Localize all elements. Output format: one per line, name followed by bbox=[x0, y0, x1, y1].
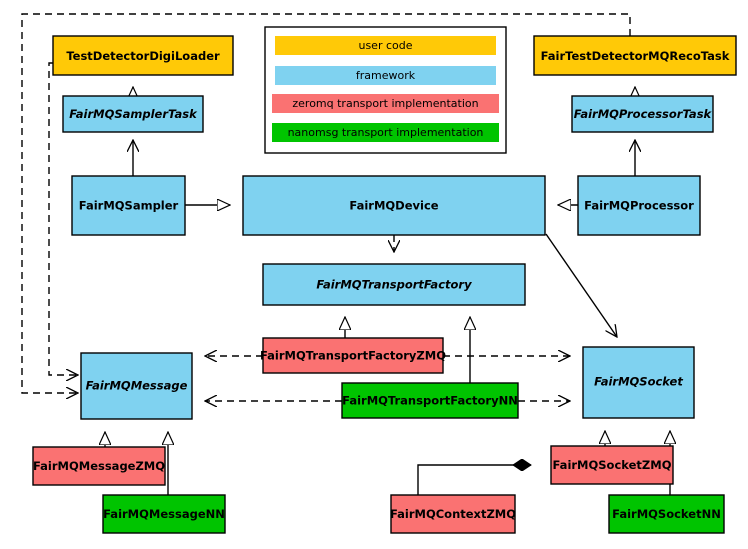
node-FairMQProcessorTask[interactable]: FairMQProcessorTask bbox=[571, 95, 714, 133]
node-FairMQTransportFactoryNN[interactable]: FairMQTransportFactoryNN bbox=[341, 382, 519, 419]
node-label: TestDetectorDigiLoader bbox=[66, 49, 220, 63]
node-FairMQSocketNN[interactable]: FairMQSocketNN bbox=[608, 494, 725, 534]
node-FairMQTransportFactory[interactable]: FairMQTransportFactory bbox=[262, 263, 526, 306]
edge-recotask-to-message bbox=[21, 13, 631, 393]
node-FairMQProcessor[interactable]: FairMQProcessor bbox=[577, 175, 701, 236]
node-label: FairMQSocketNN bbox=[612, 507, 721, 521]
legend-item-label: zeromq transport implementation bbox=[292, 97, 478, 110]
legend: user code framework zeromq transport imp… bbox=[264, 26, 507, 154]
edge-contextzmq-to-socketzmq bbox=[417, 465, 531, 495]
node-FairTestDetectorMQRecoTask[interactable]: FairTestDetectorMQRecoTask bbox=[533, 35, 737, 76]
node-FairMQMessage[interactable]: FairMQMessage bbox=[80, 352, 193, 420]
node-FairMQSocket[interactable]: FairMQSocket bbox=[582, 346, 695, 419]
node-label: FairMQMessage bbox=[86, 379, 188, 393]
node-label: FairMQProcessor bbox=[584, 199, 694, 213]
node-FairMQMessageZMQ[interactable]: FairMQMessageZMQ bbox=[32, 446, 166, 486]
node-label: FairMQDevice bbox=[349, 199, 438, 213]
node-label: FairMQSampler bbox=[79, 199, 179, 213]
node-label: FairMQSamplerTask bbox=[69, 107, 198, 121]
legend-item-nanomsg: nanomsg transport implementation bbox=[272, 123, 499, 142]
node-FairMQTransportFactoryZMQ[interactable]: FairMQTransportFactoryZMQ bbox=[260, 337, 446, 374]
node-label: FairTestDetectorMQRecoTask bbox=[541, 49, 730, 63]
legend-item-label: nanomsg transport implementation bbox=[288, 126, 484, 139]
node-label: FairMQProcessorTask bbox=[574, 107, 713, 121]
legend-item-zeromq: zeromq transport implementation bbox=[272, 94, 499, 113]
node-label: FairMQSocketZMQ bbox=[553, 458, 672, 472]
node-FairMQContextZMQ[interactable]: FairMQContextZMQ bbox=[390, 494, 516, 534]
node-FairMQSampler[interactable]: FairMQSampler bbox=[71, 175, 186, 236]
edge-device-to-socket bbox=[545, 233, 617, 337]
node-FairMQSocketZMQ[interactable]: FairMQSocketZMQ bbox=[550, 445, 674, 485]
node-label: FairMQTransportFactoryZMQ bbox=[260, 349, 446, 363]
node-FairMQDevice[interactable]: FairMQDevice bbox=[242, 175, 546, 236]
legend-item-label: user code bbox=[358, 39, 412, 52]
legend-item-framework: framework bbox=[275, 66, 496, 85]
legend-item-user-code: user code bbox=[275, 36, 496, 55]
edge-digiloader-to-message bbox=[48, 62, 78, 375]
node-label: FairMQTransportFactoryNN bbox=[342, 394, 518, 408]
node-label: FairMQMessageNN bbox=[103, 507, 225, 521]
node-label: FairMQTransportFactory bbox=[316, 278, 472, 292]
node-FairMQMessageNN[interactable]: FairMQMessageNN bbox=[102, 494, 226, 534]
node-FairMQSamplerTask[interactable]: FairMQSamplerTask bbox=[62, 95, 204, 133]
node-label: FairMQContextZMQ bbox=[390, 507, 516, 521]
node-label: FairMQSocket bbox=[594, 375, 683, 389]
node-label: FairMQMessageZMQ bbox=[33, 459, 165, 473]
node-TestDetectorDigiLoader[interactable]: TestDetectorDigiLoader bbox=[52, 35, 234, 76]
legend-item-label: framework bbox=[356, 69, 416, 82]
